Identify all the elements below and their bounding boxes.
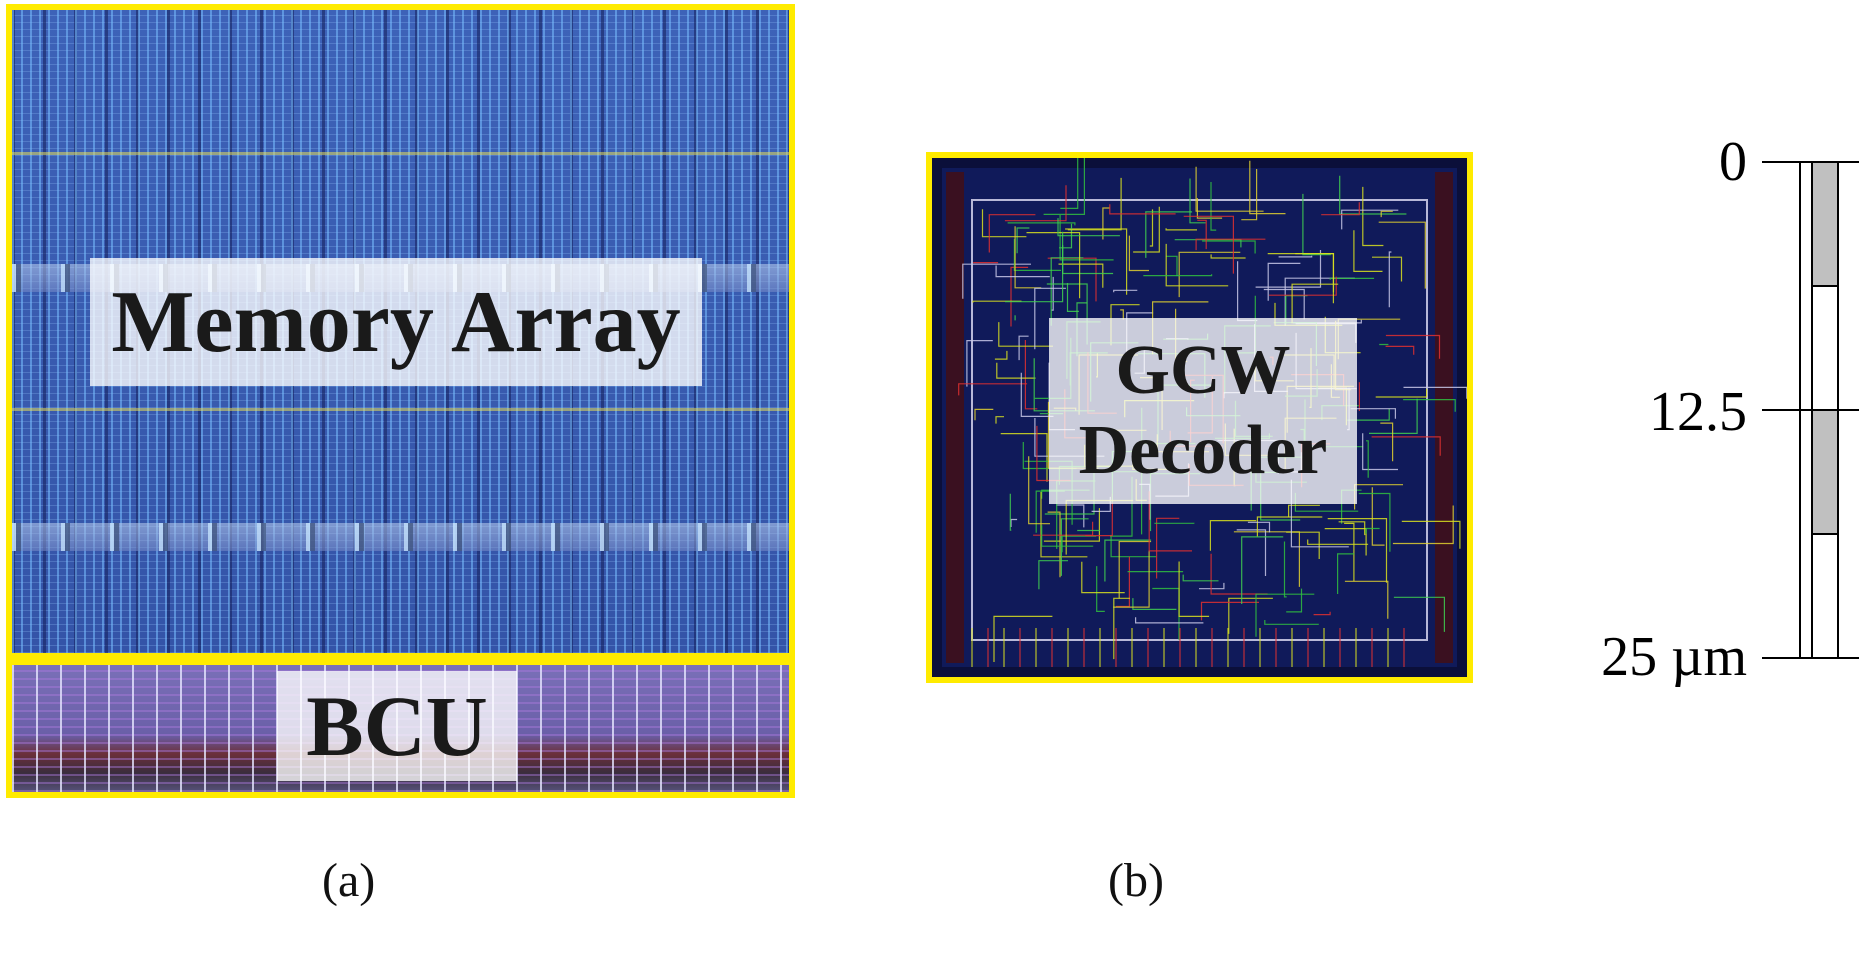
scale-segment-2 — [1811, 285, 1839, 411]
gcw-decoder-label: GCW Decoder — [1049, 318, 1357, 504]
array-wordline-strip — [12, 408, 789, 411]
caption-a: (a) — [322, 854, 376, 907]
scale-segment-3 — [1811, 409, 1839, 535]
array-wordline-strip — [12, 152, 789, 155]
scale-label-top: 0 — [1719, 131, 1747, 193]
bcu-label: BCU — [277, 671, 517, 781]
scale-label-mid: 12.5 — [1649, 381, 1747, 443]
scale-bar — [1762, 161, 1859, 659]
array-periphery-band — [12, 523, 789, 551]
decoder-label-line1: GCW — [1115, 332, 1291, 409]
scale-segment-4 — [1811, 533, 1839, 659]
scale-label-bottom: 25 µm — [1601, 626, 1747, 688]
caption-b: (b) — [1108, 854, 1164, 907]
memory-array-label: Memory Array — [90, 258, 702, 386]
scale-segment-1 — [1811, 161, 1839, 287]
decoder-label-line2: Decoder — [1078, 412, 1328, 489]
